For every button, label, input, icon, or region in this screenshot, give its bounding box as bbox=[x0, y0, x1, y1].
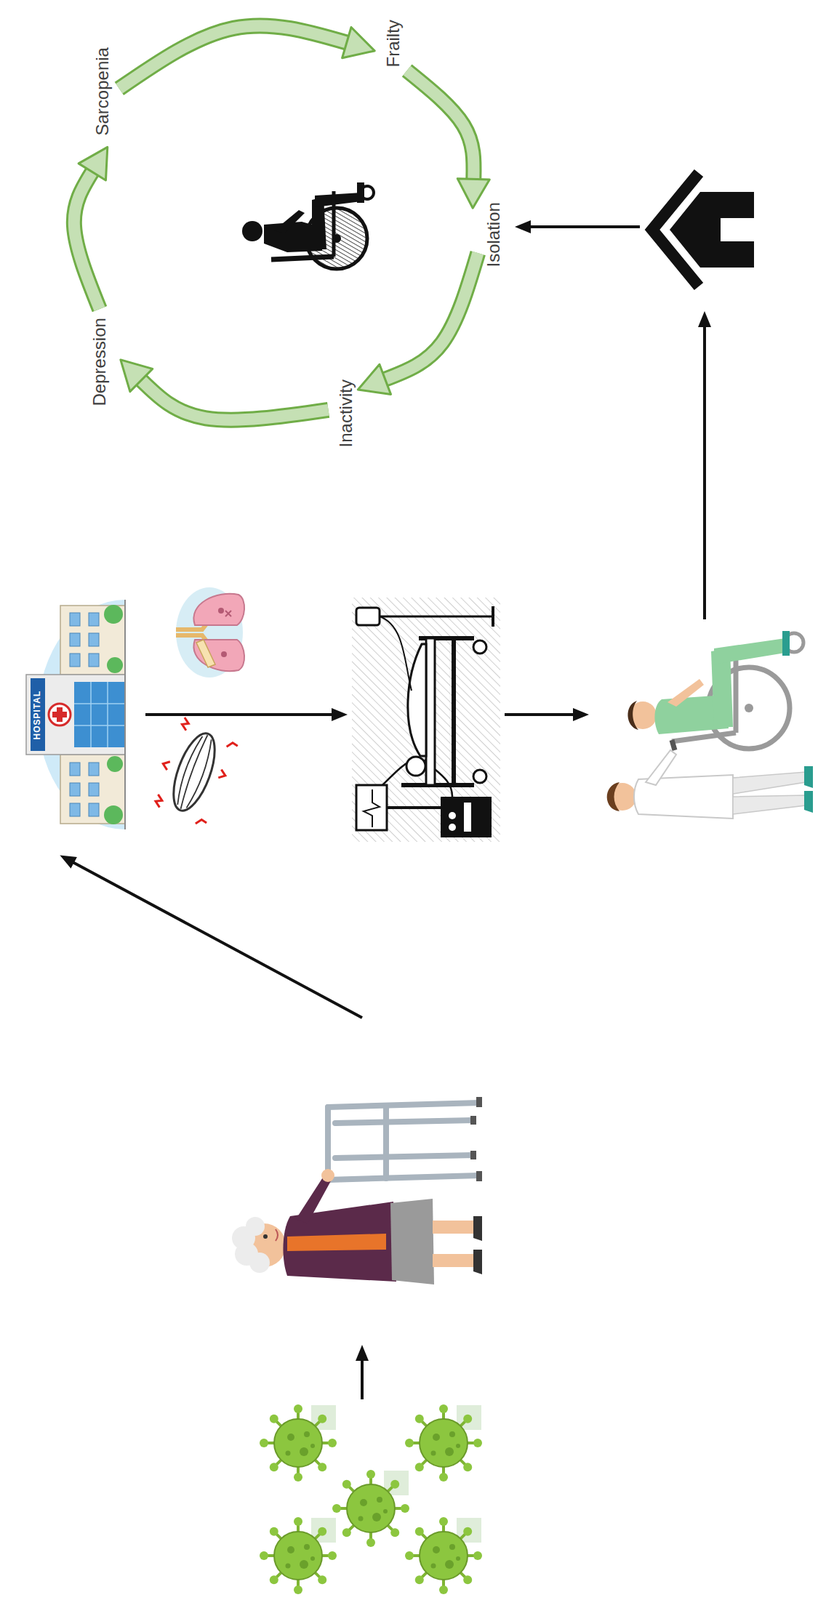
cycle-term: Sarcopenia bbox=[90, 44, 114, 139]
term-text: Frailty bbox=[382, 19, 403, 67]
house-icon bbox=[652, 173, 755, 287]
cycle-term: Frailty bbox=[381, 16, 405, 70]
cycle-term: Isolation bbox=[481, 199, 505, 270]
arrow-body bbox=[74, 171, 100, 310]
arrow-outline bbox=[119, 25, 347, 89]
arrow-body bbox=[141, 380, 328, 421]
elderly-walker-icon bbox=[231, 1097, 483, 1285]
term-text: Isolation bbox=[482, 202, 504, 267]
arrow-body bbox=[407, 70, 475, 179]
arrow-outline bbox=[74, 171, 100, 310]
arrow-body bbox=[385, 253, 479, 380]
wheelchair-silhouette bbox=[242, 182, 374, 270]
term-text: Inactivity bbox=[335, 379, 356, 448]
cycle-arrow bbox=[141, 380, 328, 421]
cycle-connectors bbox=[74, 25, 478, 420]
arrow-outline bbox=[141, 380, 328, 421]
cycle-term: Depression bbox=[87, 314, 111, 409]
sign-text: HOSPITAL bbox=[32, 690, 43, 740]
cycle-arrow bbox=[74, 171, 100, 310]
lungs-icon bbox=[175, 587, 245, 678]
cycle-arrow bbox=[407, 70, 475, 179]
arrow-outline bbox=[385, 253, 479, 380]
cycle-arrow bbox=[385, 253, 479, 380]
term-text: Depression bbox=[88, 317, 110, 406]
cycle-term: Inactivity bbox=[333, 376, 358, 451]
doctor-wheelchair-icon bbox=[607, 631, 813, 819]
term-text: Sarcopenia bbox=[91, 47, 112, 136]
virus-icons bbox=[259, 1404, 483, 1595]
flow-arrows bbox=[72, 226, 705, 1400]
muscle-icon bbox=[147, 716, 241, 829]
arrow-body bbox=[119, 25, 347, 89]
arrow-outline bbox=[407, 70, 475, 179]
icu-bed-icon bbox=[351, 597, 501, 842]
cycle-arrow bbox=[119, 25, 347, 89]
hospital-icon bbox=[26, 599, 126, 830]
